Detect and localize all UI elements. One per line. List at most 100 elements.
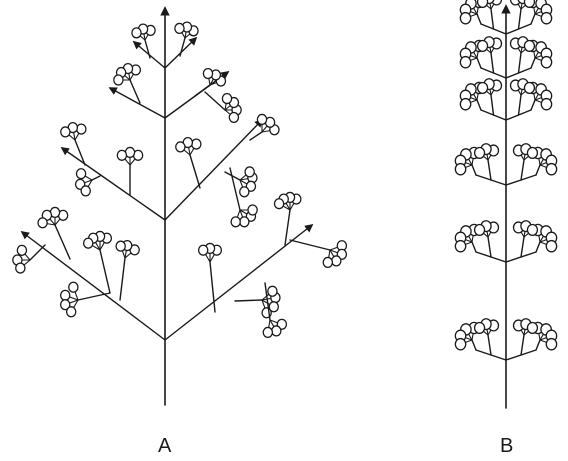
floret-circle-icon [76, 123, 87, 135]
pedicel-line [539, 333, 545, 341]
branch-line [517, 8, 522, 30]
floret-circle-icon [174, 22, 185, 35]
pedicel-line [74, 290, 79, 301]
floret-circle-icon [75, 168, 87, 180]
floret-circle-icon [271, 325, 282, 337]
branch-line [189, 154, 201, 189]
pedicel-line [469, 11, 478, 15]
pedicel-line [68, 299, 79, 304]
floret-circle-icon [473, 321, 486, 334]
floret-circle-icon [116, 149, 128, 161]
pedicel-line [208, 77, 211, 86]
pedicel-line [239, 174, 247, 181]
pedicel-line [487, 154, 492, 161]
floret-circle-icon [228, 111, 240, 124]
pedicel-line [490, 47, 495, 54]
pedicel-line [533, 50, 536, 59]
branch-line [535, 241, 541, 253]
pedicel-line [472, 7, 478, 15]
arrowhead-icon [164, 223, 314, 341]
floret-circle-icon [545, 162, 558, 176]
panel-b-diagram [454, 0, 558, 409]
floret-circle-icon [476, 39, 489, 52]
pedicel-line [539, 158, 545, 166]
branch-line [289, 239, 331, 251]
pedicel-line [464, 337, 473, 341]
branch-line [476, 57, 482, 69]
floret-circle-icon [239, 216, 250, 228]
branch-line [204, 91, 226, 111]
branch-line [119, 257, 126, 301]
floret-circle-icon [175, 141, 186, 153]
floret-circle-icon [82, 237, 94, 249]
pedicel-line [181, 31, 186, 39]
floret-circle-icon [526, 223, 539, 236]
pedicel-line [188, 146, 191, 156]
pedicel-line [285, 202, 291, 211]
branch-line [229, 167, 241, 211]
arrowhead-icon [20, 230, 166, 341]
branch-line [476, 99, 482, 111]
pedicel-line [469, 13, 478, 17]
arrowhead-icon [108, 87, 166, 119]
pedicel-line [523, 232, 530, 238]
pedicel-line [269, 319, 275, 328]
floret-circle-icon [545, 337, 558, 351]
pedicel-line [94, 241, 101, 251]
floret-circle-icon [15, 262, 26, 274]
floret-circle-icon [262, 326, 274, 339]
pedicel-line [469, 97, 478, 101]
pedicel-line [464, 164, 473, 168]
floret-circle-icon [331, 255, 342, 267]
pedicel-line [534, 99, 543, 103]
pedicel-line [534, 97, 543, 101]
branch-line [234, 299, 263, 302]
pedicel-line [490, 89, 495, 96]
pedicel-line [464, 162, 473, 166]
pedicel-line [224, 102, 227, 111]
pedicel-line [189, 147, 195, 156]
pedicel-line [471, 332, 474, 341]
pedicel-line [239, 179, 248, 185]
pedicel-line [268, 319, 271, 329]
pedicel-line [539, 241, 548, 245]
floret-circle-icon [59, 289, 71, 301]
floret-circle-icon [540, 97, 553, 111]
pedicel-line [534, 7, 540, 15]
pedicel-line [129, 158, 136, 166]
pedicel-line [143, 33, 146, 41]
branch-line [209, 261, 216, 313]
pedicel-line [124, 249, 127, 259]
floret-circle-icon [268, 301, 280, 313]
pedicel-line [539, 239, 548, 243]
pedicel-line [533, 6, 536, 15]
pedicel-line [72, 299, 79, 309]
pedicel-line [209, 82, 218, 86]
branch-line [487, 334, 492, 356]
panel-a-diagram [12, 6, 348, 406]
floret-circle-icon [59, 299, 71, 311]
floret-circle-icon [459, 55, 472, 69]
branch-line [535, 164, 541, 176]
pedicel-line [74, 132, 80, 141]
pedicel-line [534, 57, 543, 61]
branch-line [530, 57, 536, 69]
branch-line [194, 84, 211, 97]
pedicel-line [261, 125, 268, 133]
branch-line [91, 175, 101, 181]
floret-circle-icon [490, 0, 503, 6]
branch-line [471, 164, 477, 176]
pedicel-line [539, 339, 548, 343]
floret-circle-icon [540, 55, 553, 69]
floret-circle-icon [191, 138, 202, 150]
floret-circle-icon [273, 198, 285, 210]
pedicel-line [476, 50, 479, 59]
floret-circle-icon [459, 11, 472, 25]
pedicel-line [467, 158, 473, 166]
panel-a-label: A [158, 435, 172, 457]
branch-line [530, 13, 536, 25]
pedicel-line [328, 249, 331, 259]
branch-line [77, 292, 111, 301]
pedicel-line [209, 78, 215, 86]
pedicel-line [329, 246, 339, 251]
